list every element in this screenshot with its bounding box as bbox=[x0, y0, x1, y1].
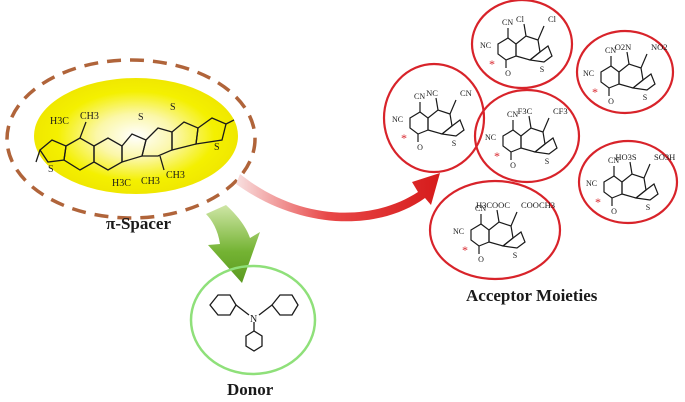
spacer-group-h3c-1: H3C bbox=[50, 116, 69, 127]
acceptor-ring bbox=[382, 62, 486, 174]
acceptor-oxygen: O bbox=[505, 69, 511, 78]
acceptor-cyano-2: NC bbox=[453, 227, 464, 236]
acceptor-sulfur: S bbox=[545, 157, 549, 166]
attachment-star-icon: * bbox=[595, 195, 601, 209]
acceptor-oxygen: O bbox=[608, 97, 614, 106]
spacer-group-ch3-1: CH3 bbox=[80, 111, 99, 122]
acceptor-substituent-2: NO2 bbox=[651, 42, 668, 52]
acceptor-ring bbox=[473, 88, 581, 184]
acceptor-cyano-1: CN bbox=[608, 156, 619, 165]
acceptor-cyano-2: NC bbox=[480, 41, 491, 50]
acceptor-oxygen: O bbox=[611, 207, 617, 216]
acceptor-substituent-2: SO3H bbox=[654, 152, 675, 162]
spacer-atom-s-1: S bbox=[48, 164, 54, 175]
acceptor-substituent-1: NC bbox=[426, 88, 438, 98]
acceptor-sulfur: S bbox=[452, 139, 456, 148]
spacer-molecule bbox=[35, 117, 235, 171]
acceptor-moiety: H3COOC COOCH3 CN NC S O * bbox=[428, 179, 562, 281]
acceptor-sulfur: S bbox=[646, 203, 650, 212]
acceptor-substituent-1: F3C bbox=[518, 106, 533, 116]
acceptor-ring bbox=[577, 139, 679, 225]
acceptor-cyano-2: NC bbox=[586, 179, 597, 188]
acceptor-ring bbox=[470, 0, 574, 90]
acceptor-skeleton bbox=[497, 23, 553, 68]
acceptor-oxygen: O bbox=[510, 161, 516, 170]
acceptor-substituent-1: Cl bbox=[516, 14, 525, 24]
acceptor-substituent-2: CN bbox=[460, 88, 472, 98]
acceptor-moiety: O2N NO2 CN NC S O * bbox=[575, 29, 675, 115]
acceptor-ring bbox=[428, 179, 562, 281]
acceptor-cyano-2: NC bbox=[485, 133, 496, 142]
donor-ring bbox=[189, 264, 317, 376]
spacer-group: H3C CH3 H3C CH3 CH3 S S S S bbox=[5, 58, 257, 220]
acceptor-sulfur: S bbox=[513, 251, 517, 260]
spacer-group-h3c-2: H3C bbox=[112, 178, 131, 189]
acceptor-substituent-2: Cl bbox=[548, 14, 557, 24]
spacer-label: π-Spacer bbox=[106, 214, 172, 233]
acceptor-substituent-1: O2N bbox=[615, 42, 632, 52]
acceptor-cyano-2: NC bbox=[392, 115, 403, 124]
acceptor-oxygen: O bbox=[417, 143, 423, 152]
donor-atom-n: N bbox=[250, 314, 257, 325]
acceptor-cyano-2: NC bbox=[583, 69, 594, 78]
acceptor-cyano-1: CN bbox=[605, 46, 616, 55]
donor-group: N bbox=[189, 264, 317, 376]
acceptor-skeleton bbox=[502, 115, 558, 160]
acceptor-cyano-1: CN bbox=[475, 204, 486, 213]
spacer-dashed-ring bbox=[5, 58, 257, 220]
acceptor-skeleton bbox=[603, 161, 659, 206]
acceptor-skeleton bbox=[470, 209, 526, 254]
acceptor-ring bbox=[575, 29, 675, 115]
acceptor-substituent-1: H3COOC bbox=[476, 200, 510, 210]
acceptor-sulfur: S bbox=[540, 65, 544, 74]
acceptor-cyano-1: CN bbox=[507, 110, 518, 119]
attachment-star-icon: * bbox=[401, 131, 407, 145]
acceptor-arrow bbox=[236, 173, 440, 222]
spacer-atom-s-2: S bbox=[138, 112, 144, 123]
acceptor-moieties-label: Acceptor Moieties bbox=[466, 286, 598, 305]
acceptor-cyano-1: CN bbox=[502, 18, 513, 27]
acceptor-moiety: F3C CF3 CN NC S O * bbox=[473, 88, 581, 184]
acceptor-skeleton bbox=[600, 51, 656, 96]
attachment-star-icon: * bbox=[592, 85, 598, 99]
spacer-group-ch3-3: CH3 bbox=[166, 170, 185, 181]
acceptor-substituent-2: CF3 bbox=[553, 106, 568, 116]
attachment-star-icon: * bbox=[494, 149, 500, 163]
acceptor-substituent-2: COOCH3 bbox=[521, 200, 555, 210]
attachment-star-icon: * bbox=[489, 57, 495, 71]
spacer-atom-s-4: S bbox=[214, 142, 220, 153]
donor-molecule bbox=[209, 294, 299, 352]
acceptor-cyano-1: CN bbox=[414, 92, 425, 101]
spacer-atom-s-3: S bbox=[170, 102, 176, 113]
acceptor-oxygen: O bbox=[478, 255, 484, 264]
acceptor-substituent-1: HO3S bbox=[615, 152, 637, 162]
spacer-group-ch3-2: CH3 bbox=[141, 176, 160, 187]
acceptor-sulfur: S bbox=[643, 93, 647, 102]
donor-label: Donor bbox=[227, 380, 274, 399]
attachment-star-icon: * bbox=[462, 243, 468, 257]
acceptor-skeleton bbox=[409, 97, 465, 142]
acceptor-moiety: HO3S SO3H CN NC S O * bbox=[577, 139, 679, 225]
donor-arrow bbox=[206, 205, 260, 283]
